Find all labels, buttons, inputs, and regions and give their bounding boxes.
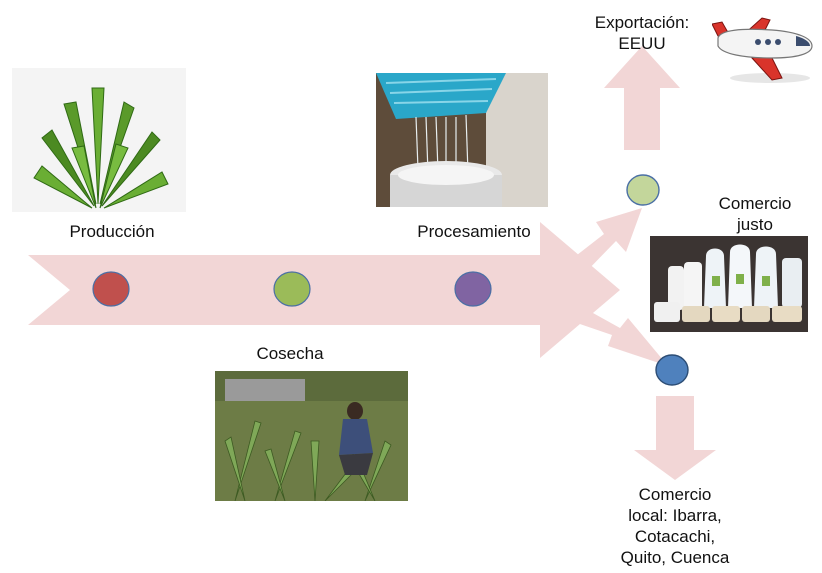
comercio-justo-line-1: Comercio [718, 194, 792, 213]
produccion-dot [92, 271, 130, 307]
processing-photo [376, 73, 548, 207]
comercio-local-line-1: Comercio [638, 485, 712, 504]
comercio-justo-label: Comercio justo [700, 193, 810, 235]
exportacion-line-2: EEUU [618, 34, 666, 53]
comercio-local-line-4: Quito, Cuenca [620, 548, 730, 567]
comercio-local-line-2: local: Ibarra, [628, 506, 722, 525]
local-arrow [634, 396, 716, 480]
harvest-photo [215, 371, 408, 501]
comercio-justo-line-2: justo [737, 215, 773, 234]
main-flow-arrow [28, 222, 620, 358]
exportacion-label: Exportación: EEUU [580, 12, 704, 54]
airplane-icon [712, 14, 816, 86]
cosecha-dot [273, 271, 311, 307]
aloe-plant-icon [12, 68, 186, 212]
comercio-local-label: Comercio local: Ibarra, Cotacachi, Quito… [600, 484, 750, 568]
export-arrow [604, 46, 680, 150]
branch-arrow-up [568, 208, 642, 276]
comercio-local-line-3: Cotacachi, [634, 527, 716, 546]
exportacion-dot [626, 174, 660, 206]
cosecha-label: Cosecha [256, 344, 324, 363]
exportacion-line-1: Exportación: [594, 13, 690, 32]
products-photo [650, 236, 808, 332]
branch-arrow-down [574, 308, 668, 366]
procesamiento-dot [454, 271, 492, 307]
produccion-label: Producción [69, 222, 155, 241]
comercio-local-dot [655, 354, 689, 386]
procesamiento-label: Procesamiento [417, 222, 531, 241]
